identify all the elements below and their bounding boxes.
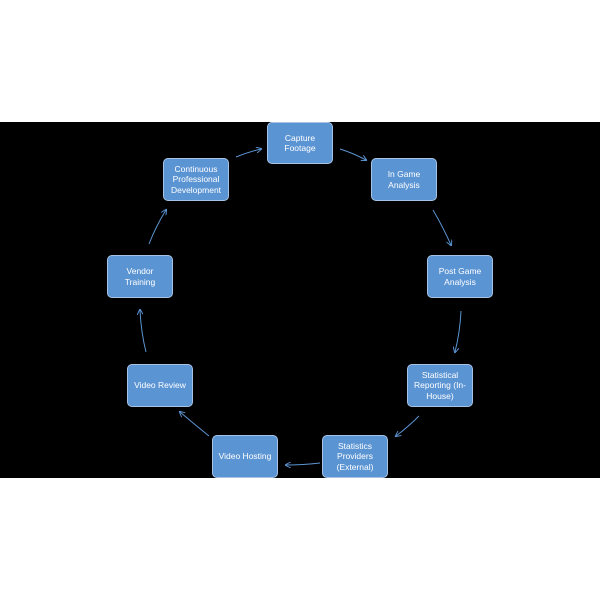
node-continuous-professional-development: Continuous Professional Development bbox=[163, 158, 229, 201]
node-vendor-training: Vendor Training bbox=[107, 255, 173, 298]
diagram-background bbox=[0, 122, 600, 478]
node-statistics-providers: Statistics Providers (External) bbox=[322, 435, 388, 478]
node-video-hosting: Video Hosting bbox=[212, 435, 278, 478]
node-statistical-reporting: Statistical Reporting (In- House) bbox=[407, 364, 473, 407]
node-capture-footage: Capture Footage bbox=[267, 122, 333, 164]
node-post-game-analysis: Post Game Analysis bbox=[427, 255, 493, 298]
node-video-review: Video Review bbox=[127, 364, 193, 407]
node-in-game-analysis: In Game Analysis bbox=[371, 158, 437, 201]
